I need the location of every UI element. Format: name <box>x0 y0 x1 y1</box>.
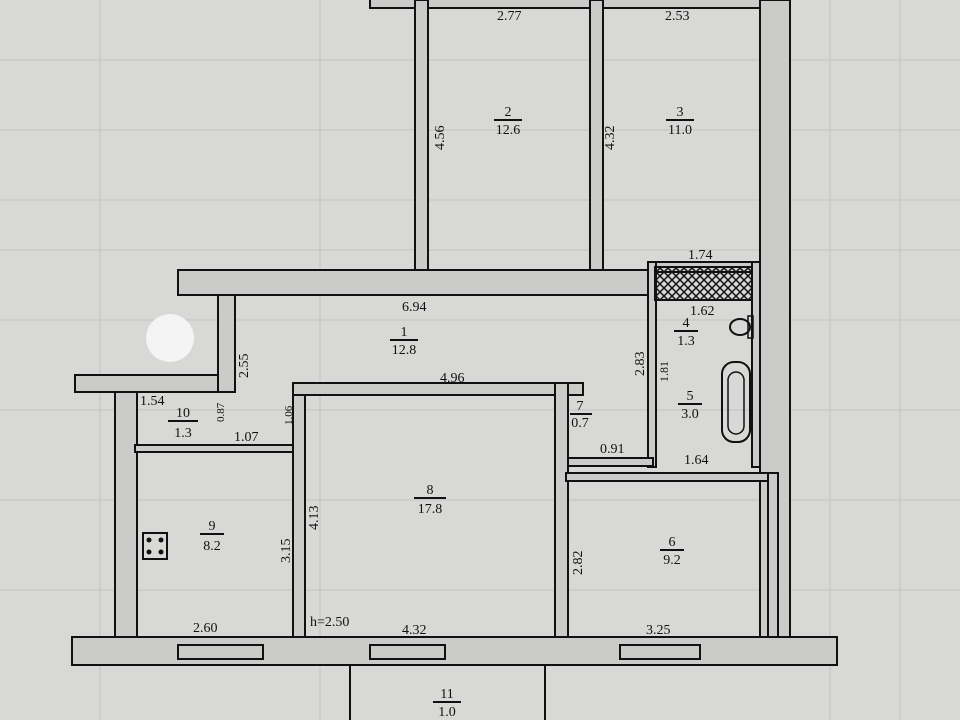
svg-text:1.64: 1.64 <box>684 453 709 468</box>
svg-text:3: 3 <box>677 105 684 120</box>
svg-text:1: 1 <box>401 325 408 340</box>
svg-text:4.96: 4.96 <box>440 371 465 386</box>
toilet-icon <box>729 315 754 339</box>
svg-text:2.82: 2.82 <box>571 551 586 576</box>
svg-text:0.91: 0.91 <box>600 442 625 457</box>
svg-text:2.53: 2.53 <box>665 9 690 24</box>
stove-icon <box>142 532 168 560</box>
svg-text:0.7: 0.7 <box>571 416 589 431</box>
svg-text:1.54: 1.54 <box>140 394 165 409</box>
room-9: 98.2 <box>200 519 224 554</box>
room-2: 212.6 <box>494 105 522 138</box>
svg-text:2.55: 2.55 <box>237 354 252 379</box>
svg-text:6.94: 6.94 <box>402 300 427 315</box>
bathtub-icon <box>721 361 751 443</box>
svg-text:2.77: 2.77 <box>497 9 522 24</box>
room-7: 70.7 <box>570 399 592 431</box>
svg-text:1.62: 1.62 <box>690 304 715 319</box>
svg-text:1.74: 1.74 <box>688 248 713 263</box>
svg-text:12.8: 12.8 <box>392 343 417 358</box>
svg-text:2.83: 2.83 <box>633 352 648 377</box>
room-11: 111.0 <box>433 687 461 720</box>
room-8: 817.8 <box>414 483 446 517</box>
svg-text:1.3: 1.3 <box>174 426 192 441</box>
room-4: 41.3 <box>674 316 698 349</box>
room-1: 112.8 <box>390 325 418 358</box>
room-10: 101.3 <box>168 406 198 441</box>
walls <box>71 0 838 720</box>
svg-text:1.07: 1.07 <box>234 430 259 445</box>
svg-text:4.32: 4.32 <box>402 623 427 638</box>
svg-text:11: 11 <box>440 687 453 702</box>
ceiling-height: h=2.50 <box>310 615 349 630</box>
svg-text:1.81: 1.81 <box>657 361 671 382</box>
svg-text:8.2: 8.2 <box>203 539 221 554</box>
svg-text:1.3: 1.3 <box>677 334 695 349</box>
svg-text:3.25: 3.25 <box>646 623 671 638</box>
svg-text:12.6: 12.6 <box>496 123 521 138</box>
svg-text:3.15: 3.15 <box>279 539 294 564</box>
window <box>619 644 701 660</box>
svg-text:2: 2 <box>505 105 512 120</box>
svg-text:4.32: 4.32 <box>603 126 618 151</box>
svg-text:2.60: 2.60 <box>193 621 218 636</box>
svg-text:9.2: 9.2 <box>663 553 681 568</box>
svg-text:17.8: 17.8 <box>418 502 443 517</box>
svg-text:3.0: 3.0 <box>681 407 699 422</box>
svg-text:1.0: 1.0 <box>438 705 456 720</box>
svg-text:5: 5 <box>687 389 694 404</box>
svg-text:7: 7 <box>577 399 584 414</box>
svg-text:1.06: 1.06 <box>283 405 295 425</box>
ventilation-shaft <box>654 266 753 301</box>
svg-text:8: 8 <box>427 483 434 498</box>
svg-text:9: 9 <box>209 519 216 534</box>
room-3: 311.0 <box>666 105 694 138</box>
svg-text:0.87: 0.87 <box>215 402 227 422</box>
svg-text:4.13: 4.13 <box>307 506 322 531</box>
redaction-mark <box>146 314 194 362</box>
dimension-labels: 2.77 2.53 4.56 4.32 1.74 6.94 1.62 2.55 … <box>140 9 715 638</box>
svg-text:6: 6 <box>669 535 676 550</box>
svg-text:4.56: 4.56 <box>433 126 448 151</box>
svg-text:4: 4 <box>683 316 690 331</box>
window <box>369 644 446 660</box>
room-5: 53.0 <box>678 389 702 422</box>
svg-text:10: 10 <box>176 406 190 421</box>
svg-text:11.0: 11.0 <box>668 123 692 138</box>
room-6: 69.2 <box>660 535 684 568</box>
room-labels: 112.8 212.6 311.0 41.3 53.0 69.2 70.7 81… <box>168 105 702 720</box>
window <box>177 644 264 660</box>
